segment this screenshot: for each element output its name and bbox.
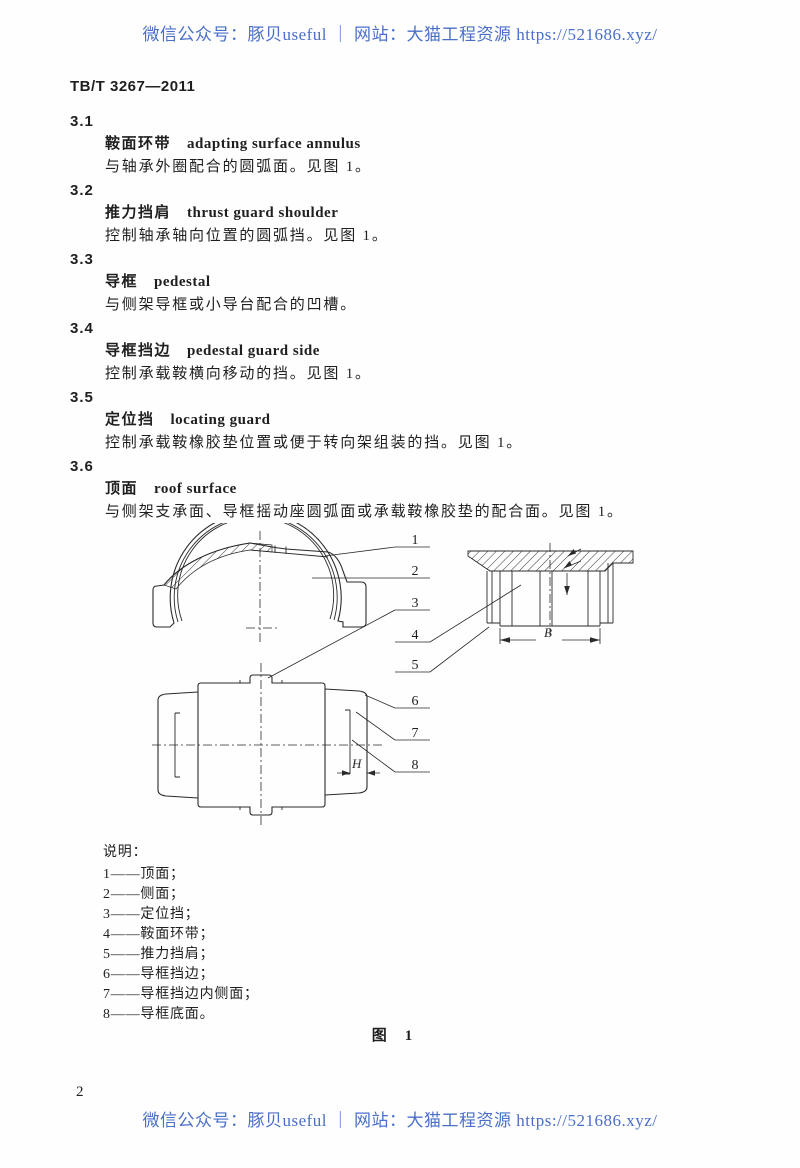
section-3-2: 3.2 推力挡肩 thrust guard shoulder 控制轴承轴向位置的圆…	[70, 179, 750, 248]
figure-caption-number: 1	[404, 1028, 413, 1044]
term-chinese: 导框挡边	[105, 343, 172, 359]
term-english: thrust guard shoulder	[187, 205, 339, 221]
callout-leaders	[267, 546, 522, 773]
dimension-B: B	[499, 625, 601, 644]
section-number: 3.6	[70, 458, 94, 475]
front-centerline	[246, 531, 278, 643]
term-line: 定位挡 locating guard	[70, 409, 750, 432]
terms-and-definitions: 3.1 鞍面环带 adapting surface annulus 与轴承外圈配合…	[70, 110, 750, 524]
term-line: 导框 pedestal	[70, 271, 750, 294]
section-number: 3.5	[70, 389, 94, 406]
adapter-outer-profile	[152, 523, 367, 628]
term-chinese: 导框	[105, 274, 139, 290]
term-english: pedestal guard side	[187, 343, 320, 359]
section-3-1: 3.1 鞍面环带 adapting surface annulus 与轴承外圈配合…	[70, 110, 750, 179]
right-guard-side	[324, 688, 368, 796]
callout-8: 8	[412, 758, 419, 773]
callout-3: 3	[412, 596, 419, 611]
term-chinese: 鞍面环带	[105, 136, 172, 152]
callout-1: 1	[412, 533, 419, 548]
locating-guard-ticks	[274, 545, 287, 554]
legend-item-5: 5——推力挡肩；	[103, 947, 215, 962]
dimension-B-label: B	[544, 625, 552, 640]
definition: 控制承载鞍橡胶垫位置或便于转向架组装的挡。见图 1。	[105, 435, 524, 451]
figure-legend: 说明： 1——顶面； 2——侧面； 3——定位挡； 4——鞍面环带； 5——推力…	[103, 843, 259, 1025]
term-line: 导框挡边 pedestal guard side	[70, 340, 750, 363]
section-number: 3.1	[70, 113, 94, 130]
flange-thickness-arrows	[563, 548, 582, 595]
callout-numbers: 1 2 3 4 5 6 7 8	[412, 533, 419, 773]
definition: 与轴承外圈配合的圆弧面。见图 1。	[105, 159, 372, 175]
standard-number: TB/T 3267—2011	[70, 78, 196, 95]
term-line: 鞍面环带 adapting surface annulus	[70, 133, 750, 156]
dimension-H-label: H	[351, 756, 362, 771]
term-english: locating guard	[170, 412, 271, 428]
watermark-header: 微信公众号：豚贝useful ｜ 网站：大猫工程资源 https://52168…	[142, 25, 658, 44]
legend-item-6: 6——导框挡边；	[103, 967, 215, 982]
term-line: 推力挡肩 thrust guard shoulder	[70, 202, 750, 225]
legend-item-3: 3——定位挡；	[103, 907, 200, 922]
plan-outline	[197, 674, 326, 816]
plan-centerlines	[152, 663, 383, 827]
figure-caption-label: 图	[371, 1028, 387, 1044]
callout-2: 2	[412, 564, 419, 579]
section-3-4: 3.4 导框挡边 pedestal guard side 控制承载鞍横向移动的挡。…	[70, 317, 750, 386]
term-english: adapting surface annulus	[187, 136, 361, 152]
watermark-footer: 微信公众号：豚贝useful ｜ 网站：大猫工程资源 https://52168…	[142, 1111, 658, 1130]
figure-1-technical-drawing: B H 1 2 3 4 5 6 7 8	[152, 523, 634, 827]
definition: 与侧架导框或小导台配合的凹槽。	[105, 297, 358, 313]
callout-6: 6	[412, 694, 419, 709]
term-chinese: 顶面	[105, 481, 139, 497]
callout-4: 4	[412, 628, 419, 643]
term-english: roof surface	[154, 481, 237, 497]
roof-surface-under-line	[249, 549, 329, 558]
legend-item-1: 1——顶面；	[103, 867, 185, 882]
dimension-H: H	[337, 756, 380, 776]
adapter-side-view: B	[467, 543, 634, 644]
hatched-flange	[467, 550, 634, 572]
adapter-front-view	[152, 523, 367, 643]
definition: 与侧架支承面、导框摇动座圆弧面或承载鞍橡胶垫的配合面。见图 1。	[105, 504, 624, 520]
legend-item-4: 4——鞍面环带；	[103, 927, 215, 942]
section-number: 3.2	[70, 182, 94, 199]
legend-title: 说明：	[103, 845, 148, 860]
definition: 控制承载鞍横向移动的挡。见图 1。	[105, 366, 372, 382]
page-number: 2	[76, 1084, 84, 1100]
definition: 控制轴承轴向位置的圆弧挡。见图 1。	[105, 228, 389, 244]
section-number: 3.4	[70, 320, 94, 337]
side-bottom-edges	[487, 622, 613, 627]
term-chinese: 定位挡	[105, 412, 155, 428]
section-3-3: 3.3 导框 pedestal 与侧架导框或小导台配合的凹槽。	[70, 248, 750, 317]
annulus-arc-1	[173, 523, 338, 623]
section-3-6: 3.6 顶面 roof surface 与侧架支承面、导框摇动座圆弧面或承载鞍橡胶…	[70, 455, 750, 524]
term-line: 顶面 roof surface	[70, 478, 750, 501]
annulus-arc-2	[177, 523, 335, 622]
term-english: pedestal	[154, 274, 211, 290]
legend-item-7: 7——导框挡边内侧面；	[103, 987, 259, 1002]
right-guard-channel	[345, 709, 351, 775]
plan-edge-ticks	[239, 680, 283, 810]
legend-item-8: 8——导框底面。	[103, 1007, 215, 1022]
legend-item-2: 2——侧面；	[103, 887, 185, 902]
section-number: 3.3	[70, 251, 94, 268]
term-chinese: 推力挡肩	[105, 205, 172, 221]
adapter-plan-view: H	[152, 663, 383, 827]
callout-5: 5	[412, 658, 419, 673]
callout-7: 7	[412, 726, 419, 741]
section-3-5: 3.5 定位挡 locating guard 控制承载鞍橡胶垫位置或便于转向架组装…	[70, 386, 750, 455]
